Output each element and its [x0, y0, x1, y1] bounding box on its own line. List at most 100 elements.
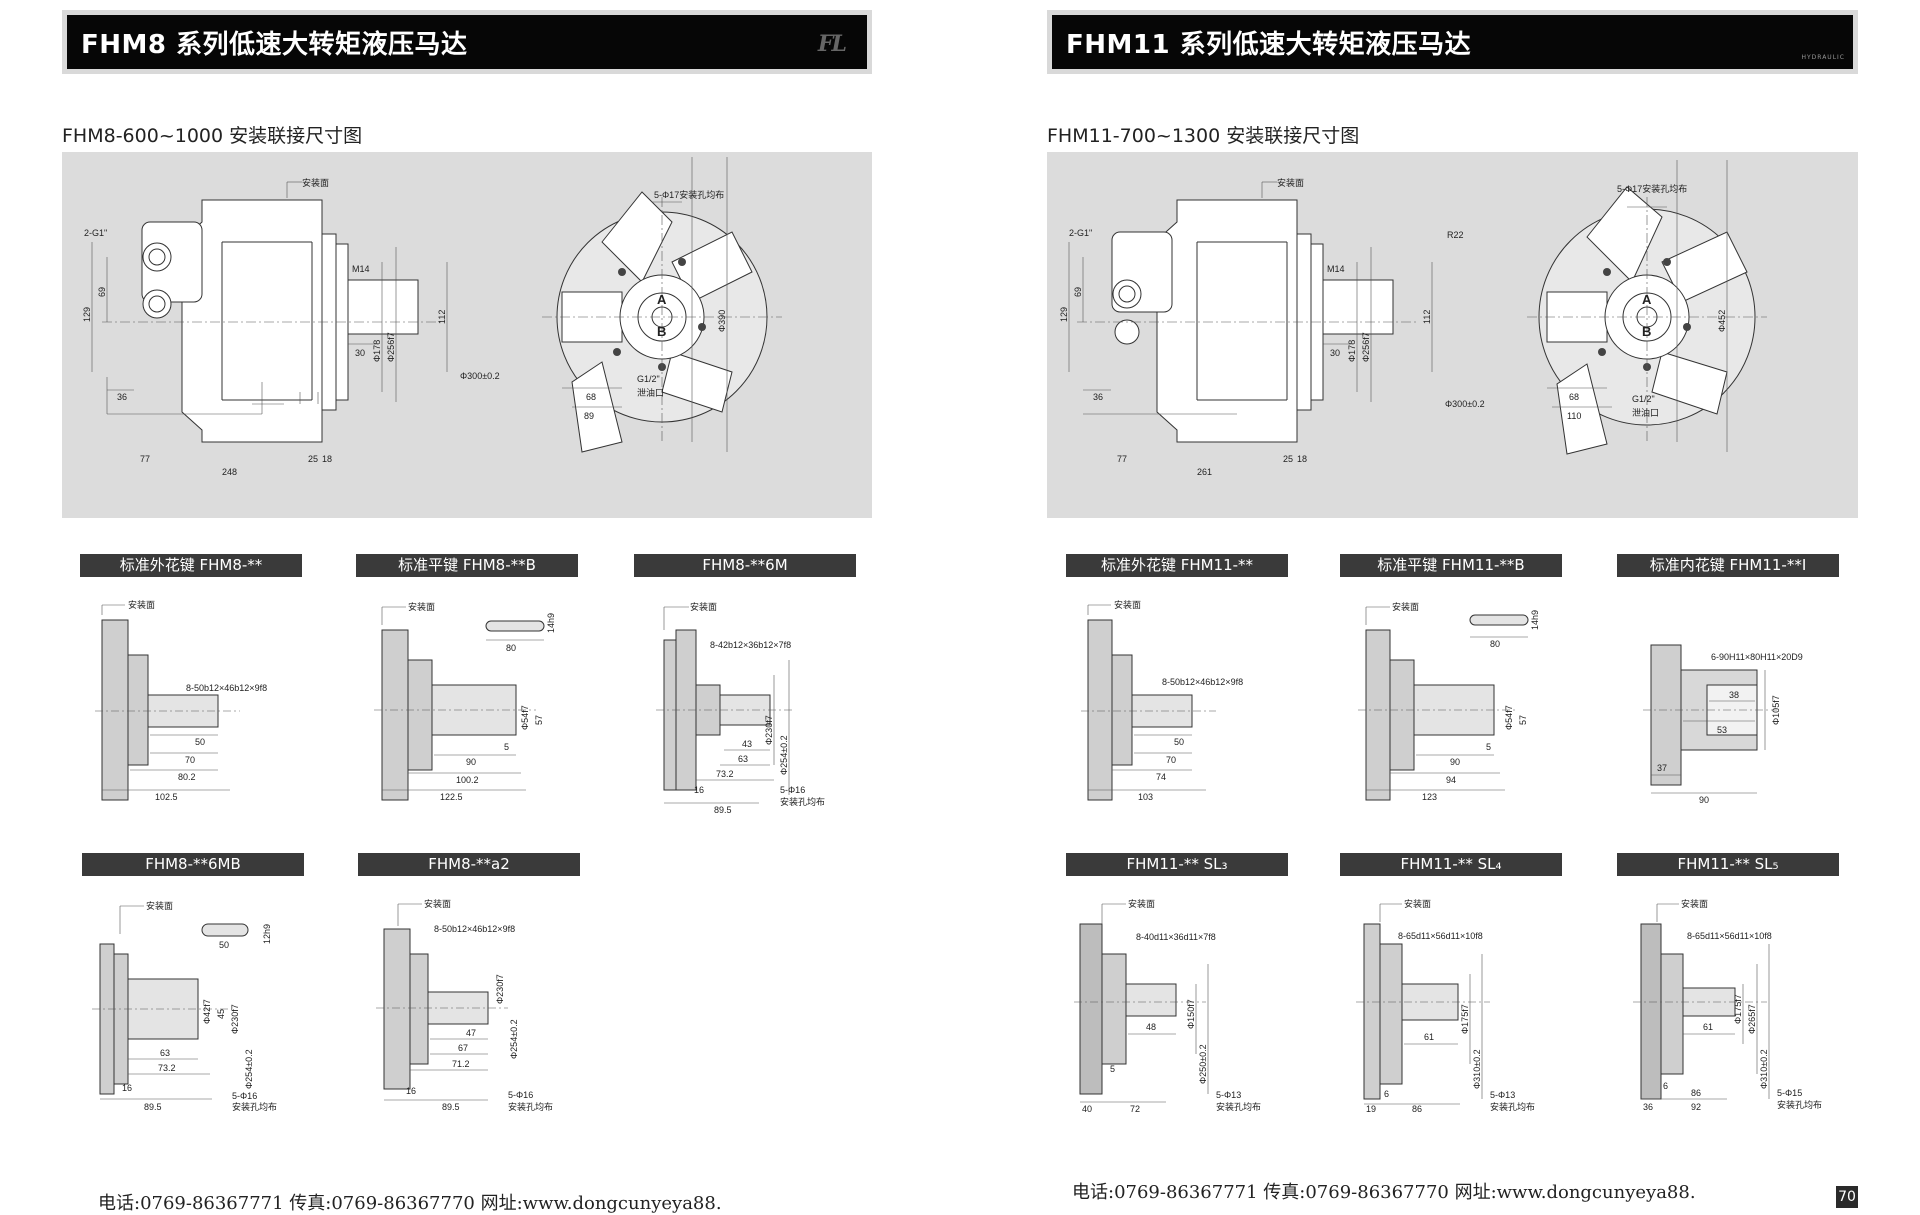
dim: 70: [185, 755, 195, 765]
dim: 5-Φ13: [1490, 1090, 1515, 1100]
holes-label: 5-Φ17安装孔均布: [1617, 183, 1687, 194]
dim: 50: [1174, 737, 1184, 747]
dim-shaft: Φ178: [1347, 340, 1357, 362]
bore: [1706, 684, 1758, 736]
spec-label: 8-40d11×36d11×7f8: [1136, 932, 1216, 942]
dim: 37: [1657, 763, 1667, 773]
variant-fhm11-sl5: FHM11-** SL₅ 安装面 8-65d11×56d11×10f8 61 Φ…: [1617, 853, 1839, 1113]
dim: 63: [160, 1048, 170, 1058]
port-label: 2-G1": [1069, 228, 1092, 238]
main-drawing-svg: 安装面 2-G1" M14 Φ178 Φ256f7 129 69 30 36 7…: [1059, 160, 1767, 477]
title-bar: FHM8 系列低速大转矩液压马达 FL: [62, 10, 872, 74]
mount-face-label: 安装面: [302, 177, 329, 188]
housing-side: [1156, 199, 1298, 443]
variant-drawing: 安装面 12h9 50 Φ42f7 45 Φ230f7 63 73.2 Φ254…: [92, 900, 277, 1112]
variant-label: 标准外花键 FHM11-**: [1066, 554, 1288, 577]
dim-25: 25: [308, 454, 318, 464]
dim: Φ230f7: [495, 974, 505, 1004]
dim-129: 129: [1059, 307, 1069, 322]
spec-label: 8-65d11×56d11×10f8: [1398, 931, 1483, 941]
dim: 50: [195, 737, 205, 747]
dim: Φ54f7: [520, 705, 530, 730]
variant-drawing: 安装面 8-65d11×56d11×10f8 61 Φ175f7 Φ310±0.…: [1356, 898, 1535, 1113]
mount-label: 安装面: [128, 599, 155, 610]
dim: Φ54f7: [1504, 705, 1514, 730]
dim: 5-Φ16: [232, 1091, 257, 1101]
dim: 安装孔均布: [232, 1101, 277, 1112]
dim: 73.2: [158, 1063, 176, 1073]
cylinder-3: [661, 351, 733, 413]
dim: Φ310±0.2: [1759, 1049, 1769, 1089]
variant-drawing: 安装面 8-50b12×46b12×9f8 50 70 74 103: [1081, 599, 1243, 802]
bolt-circle-label: Φ300±0.2: [1445, 399, 1485, 409]
dim: 94: [1446, 775, 1456, 785]
dim-18: 18: [322, 454, 332, 464]
spec-label: 8-50b12×46b12×9f8: [1162, 677, 1243, 687]
dim: 63: [738, 754, 748, 764]
spec-label: 8-50b12×46b12×9f8: [434, 924, 515, 934]
dim: 86: [1412, 1104, 1422, 1113]
dim-69: 69: [97, 287, 107, 297]
dim: 89.5: [714, 805, 732, 814]
contact-footer: 电话:0769-86367771 传真:0769-86367770 网址:www…: [98, 1193, 722, 1214]
spec-label: 8-65d11×56d11×10f8: [1687, 931, 1772, 941]
dim: 6: [1663, 1081, 1668, 1091]
variant-label: FHM11-** SL₄: [1340, 853, 1562, 876]
drain-text: 泄油口: [1632, 407, 1659, 418]
dim: Φ265f7: [1747, 1004, 1757, 1034]
dim: Φ105f7: [1771, 695, 1781, 725]
dim-112: 112: [437, 310, 447, 324]
main-drawing-svg: 安装面 2-G1" M14 Φ178 Φ256f7 129 69 30 36 7…: [82, 157, 782, 477]
dim: 16: [406, 1086, 416, 1096]
contact-footer: 电话:0769-86367771 传真:0769-86367770 网址:www…: [1072, 1182, 1696, 1203]
title-bar: FHM11 系列低速大转矩液压马达 HYDRAULIC: [1047, 10, 1858, 74]
dim-shaft: Φ178: [372, 340, 382, 362]
variant-label: FHM8-**6MB: [82, 853, 304, 876]
spec-label: 14h9: [1530, 610, 1540, 630]
port-a: A: [657, 292, 667, 307]
variant-drawing: 安装面 14h9 80 Φ54f7 57 5 90 94 123: [1358, 601, 1540, 802]
variant-fhm11-sl4: FHM11-** SL₄ 安装面 8-65d11×56d11×10f8 61 Φ…: [1340, 853, 1562, 1113]
dim-flange: Φ256f7: [1361, 332, 1371, 362]
port-2: [1114, 319, 1140, 345]
dim: 40: [1082, 1104, 1092, 1113]
dim: 80.2: [178, 772, 196, 782]
right-page: FHM11 系列低速大转矩液压马达 HYDRAULIC FHM11-700~13…: [960, 0, 1920, 1211]
dim-69: 69: [1073, 287, 1083, 297]
variant-drawing: 安装面 8-50b12×46b12×9f8 50 70 80.2 102.5: [95, 599, 267, 802]
port-b: B: [657, 324, 666, 339]
dim-36: 36: [117, 392, 127, 402]
left-page: FHM8 系列低速大转矩液压马达 FL FHM8-600~1000 安装联接尺寸…: [0, 0, 960, 1214]
dim: 16: [694, 785, 704, 795]
dim: 安装孔均布: [780, 796, 825, 807]
variant-drawing: 安装面 14h9 80 Φ54f7 57 5 90 100.2 122.5: [374, 601, 556, 802]
dim: 67: [458, 1043, 468, 1053]
bolt-circle-label: Φ300±0.2: [460, 371, 500, 381]
dim: 安装孔均布: [1490, 1101, 1535, 1112]
dim-129: 129: [82, 307, 92, 322]
shaft: [347, 279, 419, 335]
housing-side: [181, 199, 323, 443]
page-title: FHM11 系列低速大转矩液压马达: [1066, 29, 1472, 60]
spec-label: 12h9: [262, 924, 272, 944]
dim: 57: [534, 715, 544, 725]
variant-label: 标准平键 FHM11-**B: [1340, 554, 1562, 577]
dim: 61: [1703, 1022, 1713, 1032]
variant-fhm11-i: 标准内花键 FHM11-**I 6-90H11×80H11×20D9 38 53…: [1617, 554, 1839, 814]
variant-label: FHM11-** SL₃: [1066, 853, 1288, 876]
dim: 43: [742, 739, 752, 749]
dim: 103: [1138, 792, 1153, 802]
dim-18: 18: [1297, 454, 1307, 464]
dim-25: 25: [1283, 454, 1293, 464]
dim-77: 77: [1117, 454, 1127, 464]
dim: 38: [1729, 690, 1739, 700]
variant-label: FHM8-**a2: [358, 853, 580, 876]
thread-label: M14: [1327, 264, 1345, 274]
variant-label: 标准平键 FHM8-**B: [356, 554, 578, 577]
variant-fhm11-sl3: FHM11-** SL₃ 安装面 8-40d11×36d11×7f8 48 Φ1…: [1066, 853, 1288, 1113]
dim: Φ230f7: [764, 715, 774, 745]
variant-fhm8-a2: FHM8-**a2 安装面 8-50b12×46b12×9f8 47 67 71…: [358, 853, 580, 1113]
dim-30: 30: [1330, 348, 1340, 358]
dim: 70: [1166, 755, 1176, 765]
dim: 90: [1450, 757, 1460, 767]
